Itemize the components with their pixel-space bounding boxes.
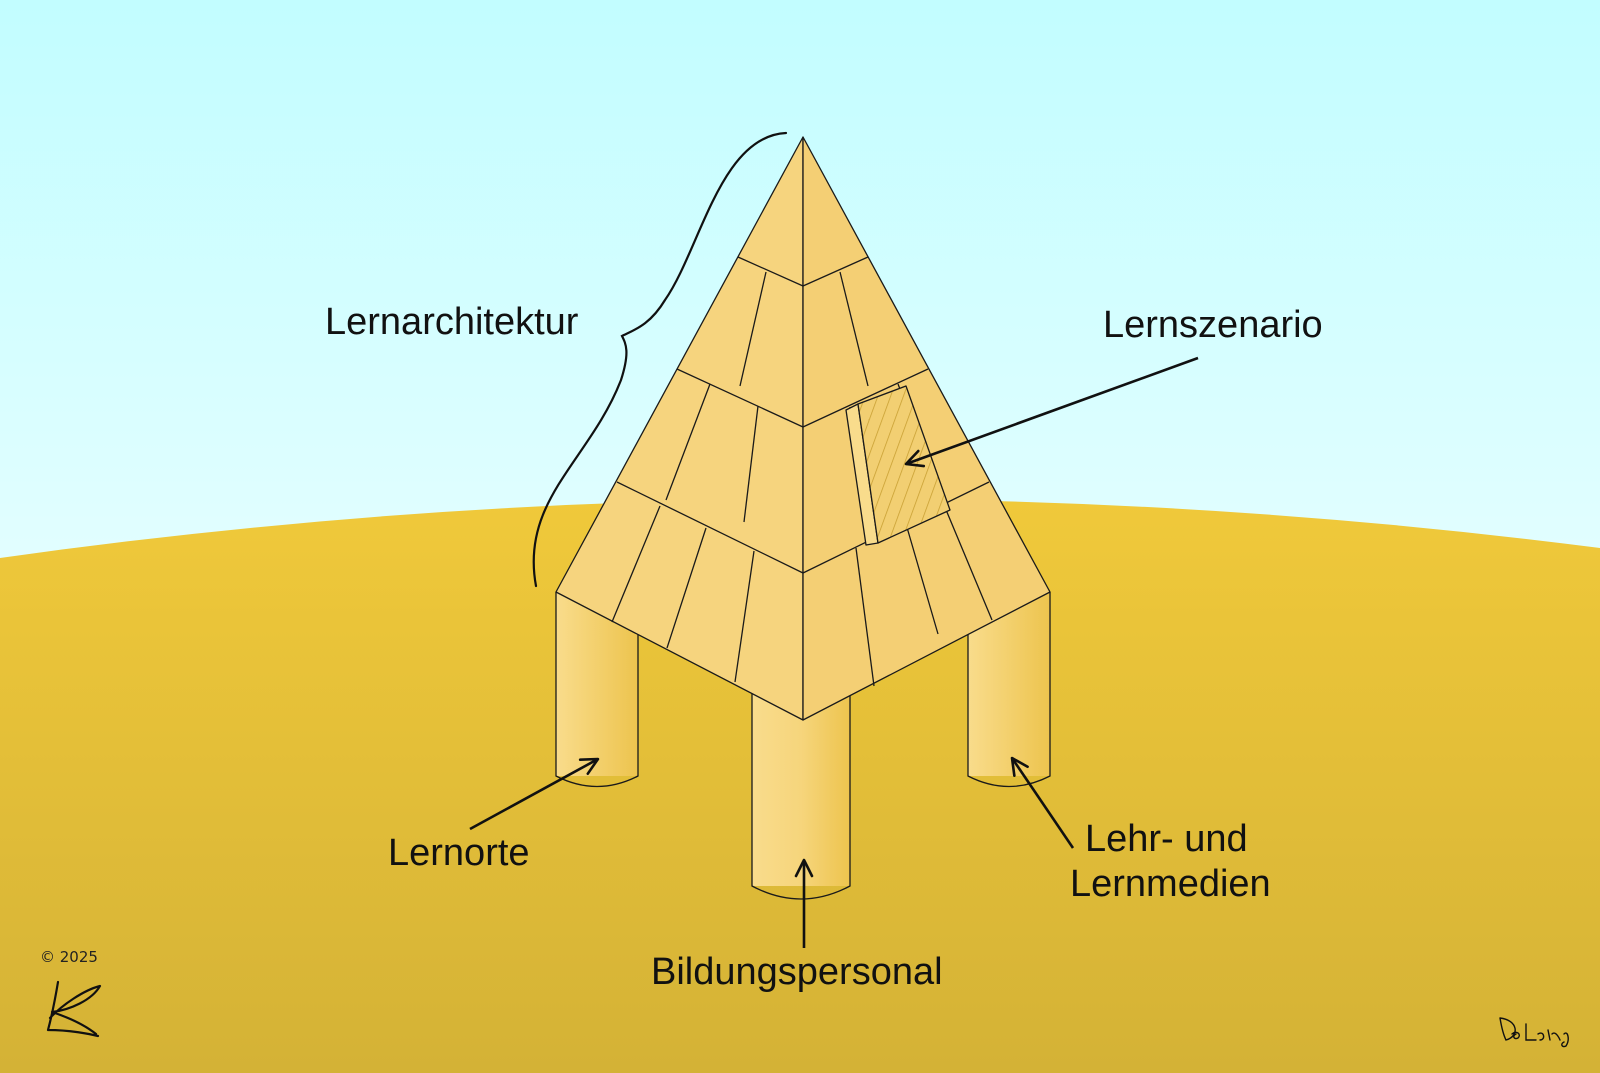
lernarchitektur-brace xyxy=(532,131,788,588)
label-bildungspersonal: Bildungspersonal xyxy=(651,951,943,993)
lehrmedien-arrow xyxy=(1010,756,1075,849)
pyramid-roof xyxy=(555,136,1051,721)
lernorte-arrow xyxy=(469,757,600,831)
label-lernmedien: Lernmedien xyxy=(1070,863,1271,905)
label-lernorte: Lernorte xyxy=(388,832,530,874)
scenario-panel xyxy=(845,385,951,546)
label-lernarchitektur: Lernarchitektur xyxy=(325,301,579,343)
artist-signature-glyphs xyxy=(1499,1017,1569,1048)
artist-monogram xyxy=(46,980,102,1038)
lernszenario-arrow xyxy=(904,356,1199,468)
copyright-note: © 2025 xyxy=(40,948,98,966)
label-lehr-und: Lehr- und xyxy=(1085,818,1248,860)
pillar-back xyxy=(751,688,851,900)
label-lernszenario: Lernszenario xyxy=(1103,304,1323,346)
